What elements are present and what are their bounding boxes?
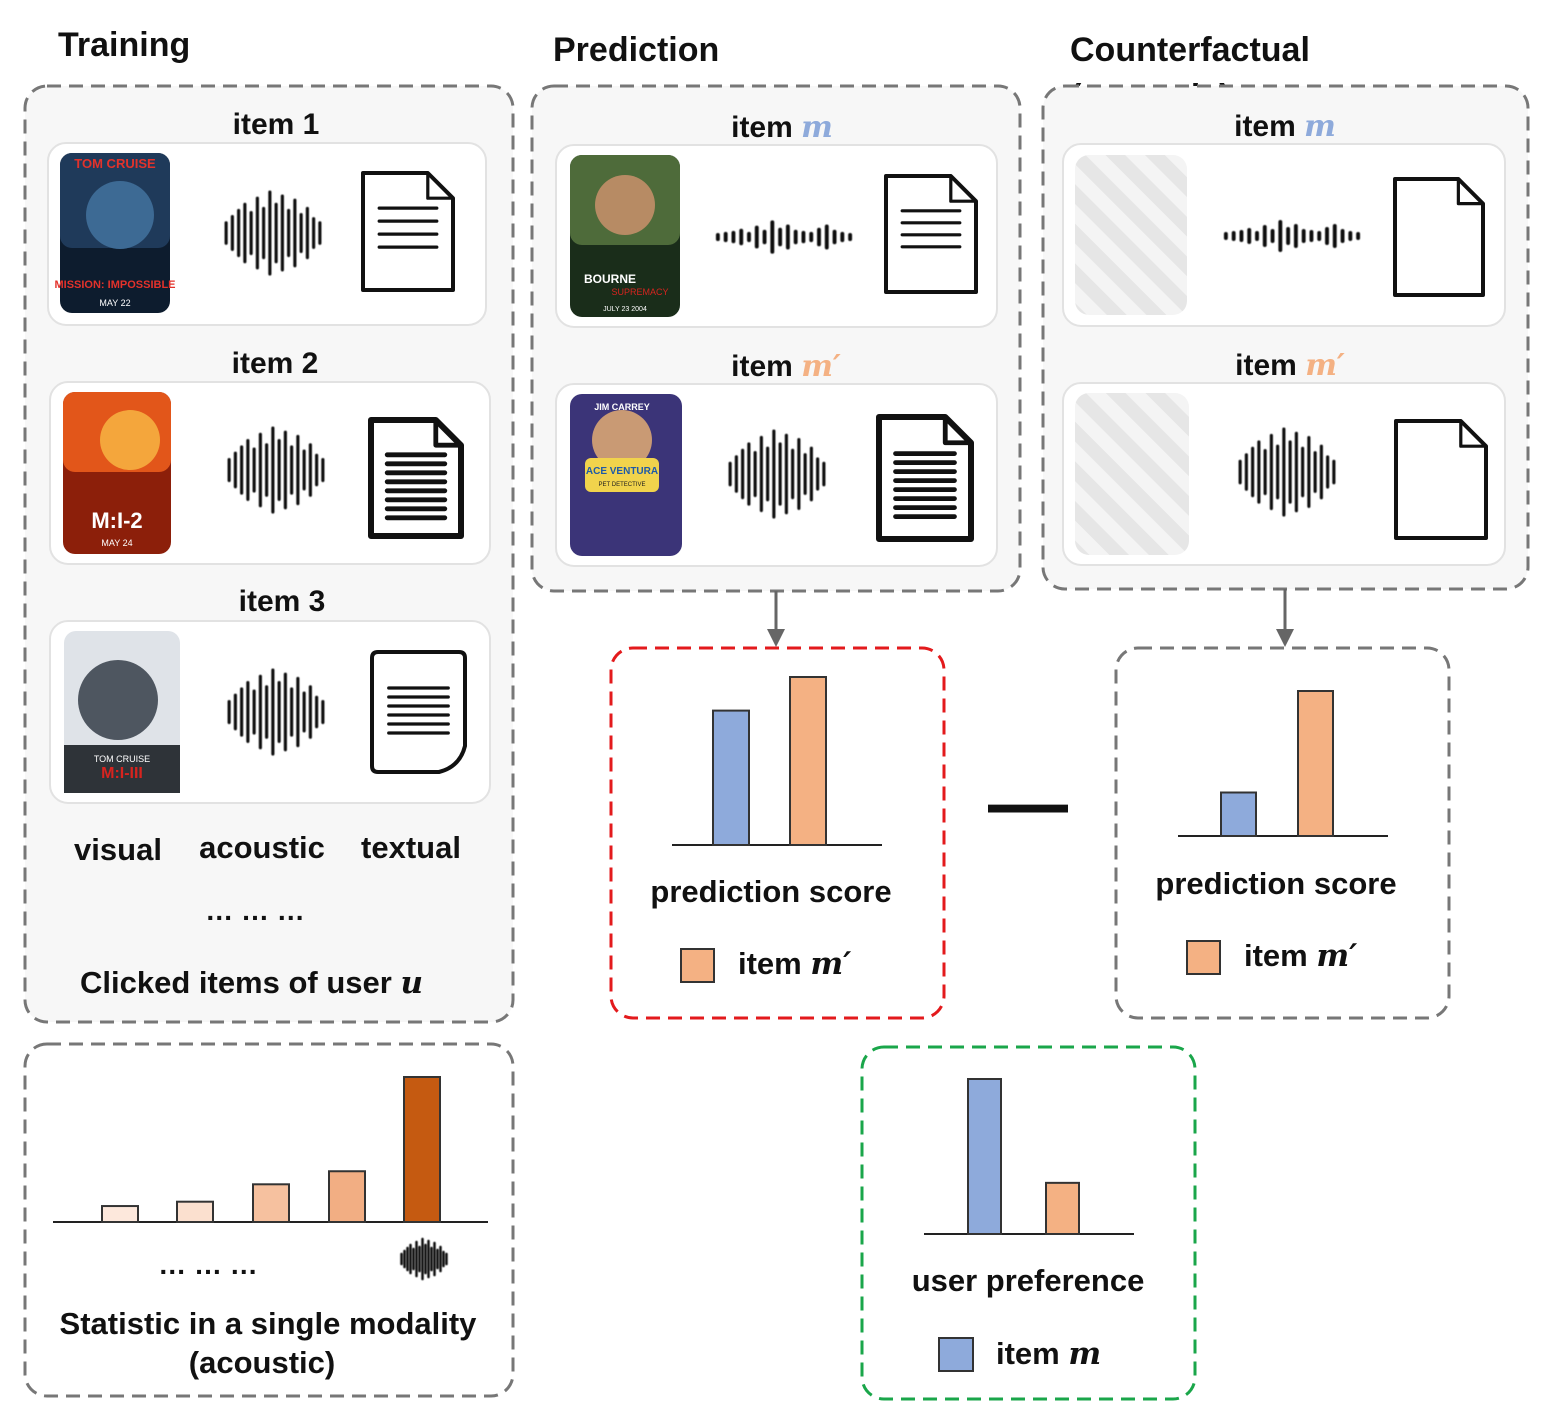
user-preference-box bbox=[860, 1045, 1197, 1401]
poster-m-prime-title: ACE VENTURA bbox=[586, 466, 658, 477]
poster-m-date: JULY 23 2004 bbox=[603, 306, 647, 313]
minus-operator: — bbox=[988, 758, 1068, 847]
poster-1-date: MAY 22 bbox=[99, 298, 130, 308]
training-poster-2: M:I-2 MAY 24 bbox=[63, 392, 171, 554]
counterfactual-item-m-label: item m bbox=[1234, 109, 1336, 144]
document-outline bbox=[370, 650, 467, 774]
masked-visual-m bbox=[1075, 155, 1187, 315]
bar bbox=[328, 1170, 366, 1223]
training-poster-3: TOM CRUISE M:I-III bbox=[64, 631, 180, 793]
sound-wave-icon bbox=[227, 668, 325, 756]
sound-wave-icon bbox=[728, 429, 826, 519]
statistic-ellipsis: … … … bbox=[158, 1249, 258, 1280]
document-outline bbox=[1393, 177, 1485, 297]
document-fold bbox=[1456, 179, 1483, 206]
masked-visual-m-prime bbox=[1075, 393, 1189, 555]
poster-m-prime-sub: PET DETECTIVE bbox=[599, 482, 646, 488]
poster-3-title: M:I-III bbox=[101, 765, 143, 782]
bar bbox=[1045, 1181, 1080, 1235]
training-item-3-label: item 3 bbox=[239, 585, 326, 618]
document-fold bbox=[426, 173, 453, 200]
prediction-item-m-prime-label: item m′ bbox=[731, 349, 841, 384]
bar bbox=[789, 676, 827, 846]
document-icon bbox=[361, 171, 455, 292]
score-1-legend-swatch bbox=[680, 948, 715, 983]
document-icon bbox=[368, 417, 464, 539]
sound-wave-icon bbox=[715, 220, 853, 254]
preference-legend: item m bbox=[996, 1336, 1101, 1372]
training-caption: Clicked items of user u bbox=[80, 965, 423, 1001]
poster-3-top: TOM CRUISE bbox=[94, 754, 150, 764]
modality-acoustic-label: acoustic bbox=[199, 830, 325, 865]
sound-wave-icon bbox=[1223, 220, 1361, 252]
prediction-poster-m-prime: JIM CARREY ACE VENTURA PET DETECTIVE bbox=[570, 394, 682, 556]
document-outline bbox=[361, 171, 455, 292]
document-fold bbox=[433, 420, 461, 448]
poster-2-date: MAY 24 bbox=[101, 538, 132, 548]
preference-label: user preference bbox=[912, 1263, 1145, 1298]
bar bbox=[403, 1076, 441, 1223]
statistic-bars bbox=[101, 1076, 441, 1224]
training-item-1-label: item 1 bbox=[233, 108, 320, 141]
modality-visual-label: visual bbox=[74, 832, 162, 867]
score-2-legend-swatch bbox=[1186, 940, 1221, 975]
preference-legend-swatch bbox=[938, 1337, 974, 1372]
prediction-poster-m: BOURNE SUPREMACY JULY 23 2004 bbox=[570, 155, 680, 317]
poster-1-title: MISSION: IMPOSSIBLE bbox=[54, 279, 175, 291]
bar bbox=[967, 1078, 1002, 1235]
preference-bars bbox=[967, 1078, 1080, 1235]
poster-m-sub: SUPREMACY bbox=[611, 287, 668, 297]
score-2-bars bbox=[1220, 690, 1334, 837]
document-fold bbox=[942, 417, 971, 446]
sound-wave-icon bbox=[224, 190, 322, 276]
prediction-title: Prediction bbox=[553, 31, 719, 69]
blank-document-icon bbox=[1393, 177, 1485, 297]
prediction-score-box bbox=[609, 646, 946, 1020]
training-item-2-label: item 2 bbox=[232, 347, 319, 380]
bar bbox=[1297, 690, 1334, 837]
sound-waves bbox=[224, 190, 1361, 1281]
modality-textual-label: textual bbox=[361, 830, 461, 865]
poster-m-prime-top: JIM CARREY bbox=[594, 402, 650, 412]
poster-m-title: BOURNE bbox=[584, 272, 636, 286]
document-icon bbox=[876, 414, 974, 542]
blank-document-icon bbox=[1394, 419, 1488, 540]
document-outline bbox=[1394, 419, 1488, 540]
counterfactual-item-m-prime-label: item m′ bbox=[1235, 348, 1345, 383]
statistic-caption: Statistic in a single modality bbox=[60, 1306, 478, 1341]
bar bbox=[252, 1183, 290, 1224]
documents bbox=[361, 171, 1488, 774]
bar bbox=[712, 709, 750, 846]
poster-1-top: TOM CRUISE bbox=[74, 156, 156, 171]
counterfactual-title: Counterfactual bbox=[1070, 31, 1310, 69]
score-1-bars bbox=[712, 676, 827, 846]
training-ellipsis: … … … bbox=[205, 895, 305, 926]
counterfactual-score-box bbox=[1114, 646, 1451, 1020]
training-poster-1: TOM CRUISE MISSION: IMPOSSIBLE MAY 22 bbox=[54, 153, 176, 313]
sound-wave-icon bbox=[1238, 427, 1336, 517]
score-2-legend: item m′ bbox=[1244, 938, 1357, 974]
document-icon bbox=[884, 174, 978, 294]
document-fold bbox=[1459, 421, 1486, 448]
bar bbox=[176, 1200, 214, 1223]
document-icon bbox=[370, 650, 467, 774]
score-2-label: prediction score bbox=[1155, 866, 1396, 901]
training-title: Training bbox=[58, 26, 190, 64]
sound-wave-icon bbox=[227, 426, 325, 514]
prediction-item-m-label: item m bbox=[731, 110, 833, 145]
score-1-label: prediction score bbox=[650, 874, 891, 909]
document-fold bbox=[949, 176, 976, 203]
bar bbox=[1220, 791, 1257, 837]
statistic-caption-2: (acoustic) bbox=[189, 1345, 335, 1380]
poster-2-title: M:I-2 bbox=[91, 508, 142, 533]
score-1-legend: item m′ bbox=[738, 946, 851, 982]
sound-wave-icon bbox=[400, 1237, 448, 1281]
bar bbox=[101, 1205, 139, 1224]
document-outline bbox=[876, 414, 974, 542]
